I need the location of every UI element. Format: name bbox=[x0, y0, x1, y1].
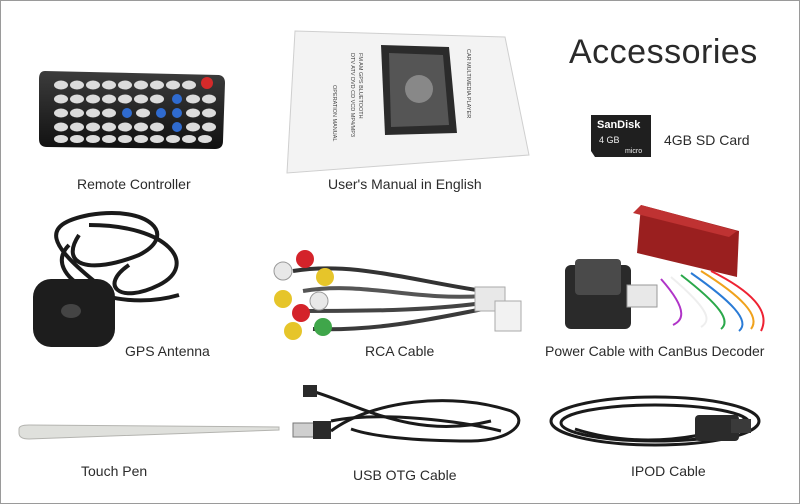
rca-cable-label: RCA Cable bbox=[365, 343, 435, 359]
svg-text:4 GB: 4 GB bbox=[599, 135, 620, 145]
user-manual-image: CAR MULTIMEDIA PLAYER FM AM GPS BLUETOOT… bbox=[281, 25, 531, 175]
touch-pen-image bbox=[15, 419, 281, 445]
svg-text:DTV ATV DVD CD VCD MP4/MP3: DTV ATV DVD CD VCD MP4/MP3 bbox=[349, 53, 355, 137]
ipod-cable-label: IPOD Cable bbox=[631, 463, 706, 479]
remote-controller-image bbox=[37, 67, 227, 153]
user-manual-label: User's Manual in English bbox=[328, 176, 482, 192]
svg-text:FM AM GPS BLUETOOTH: FM AM GPS BLUETOOTH bbox=[357, 53, 363, 119]
power-cable-image bbox=[561, 201, 783, 339]
usb-otg-cable-image bbox=[291, 381, 527, 455]
svg-text:OPERATION MANUAL: OPERATION MANUAL bbox=[331, 85, 337, 141]
svg-text:CAR MULTIMEDIA PLAYER: CAR MULTIMEDIA PLAYER bbox=[465, 49, 471, 118]
svg-text:SanDisk: SanDisk bbox=[597, 119, 641, 131]
ipod-cable-image bbox=[545, 389, 771, 453]
page-title: Accessories bbox=[569, 33, 758, 71]
gps-antenna-label: GPS Antenna bbox=[125, 343, 210, 359]
touch-pen-label: Touch Pen bbox=[81, 463, 148, 479]
rca-cable-image bbox=[263, 241, 525, 345]
remote-controller-label: Remote Controller bbox=[77, 176, 191, 192]
power-cable-label: Power Cable with CanBus Decoder bbox=[545, 343, 765, 359]
svg-text:micro: micro bbox=[625, 148, 642, 155]
sd-card-image: SanDisk 4 GB micro bbox=[589, 113, 653, 159]
gps-antenna-image bbox=[29, 205, 209, 353]
usb-otg-cable-label: USB OTG Cable bbox=[353, 467, 457, 483]
sd-card-label: 4GB SD Card bbox=[664, 132, 750, 148]
